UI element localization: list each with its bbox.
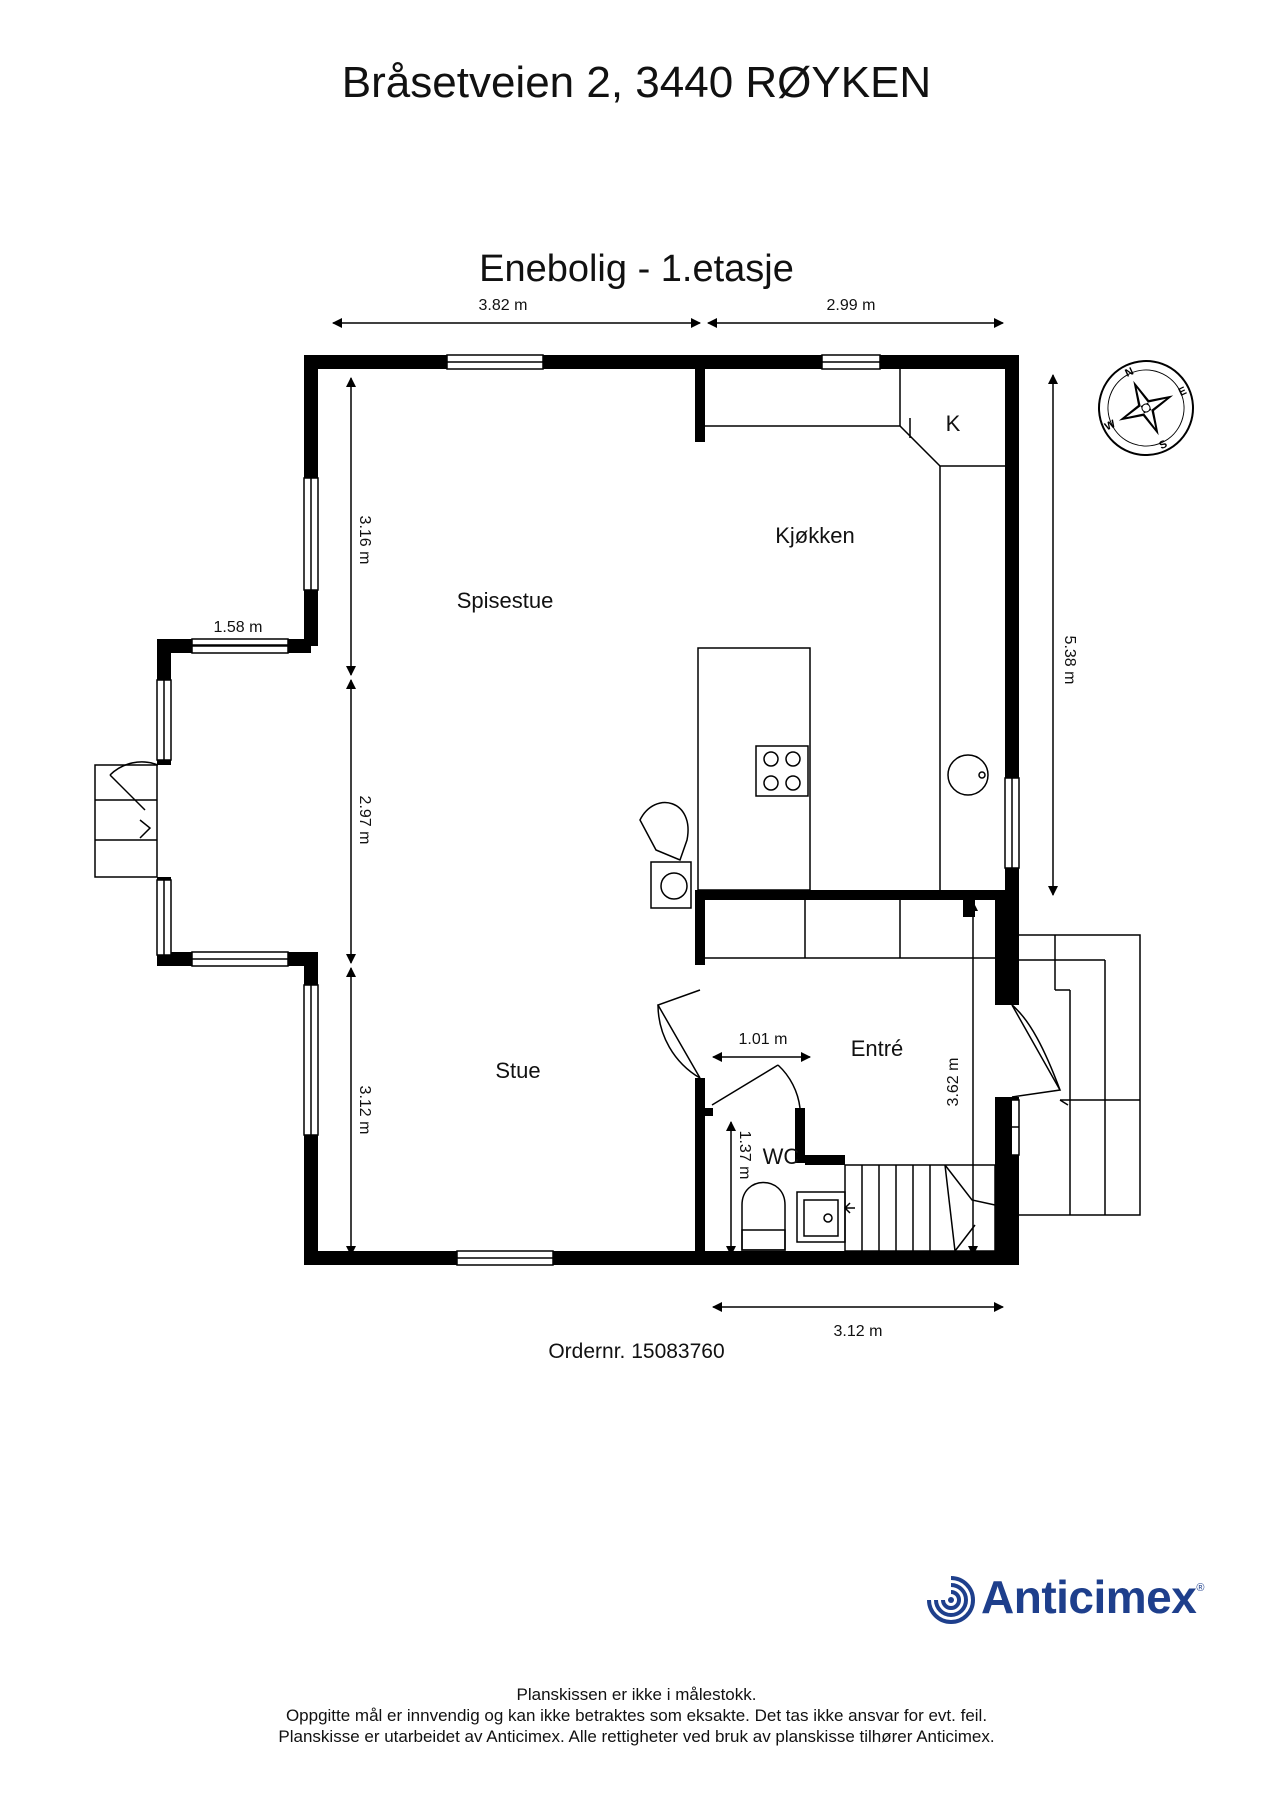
floor-title: Enebolig - 1.etasje bbox=[479, 248, 794, 290]
compass-e: E bbox=[1177, 385, 1189, 399]
dim-top-right: 2.99 m bbox=[827, 297, 876, 314]
room-label-k: K bbox=[946, 411, 961, 436]
room-label-entrance: Entré bbox=[851, 1036, 904, 1061]
exterior-walls bbox=[157, 355, 1019, 1265]
order-number: Ordernr. 15083760 bbox=[548, 1340, 725, 1363]
dim-entrance-height: 3.62 m bbox=[945, 1058, 962, 1107]
dim-left-middle: 2.97 m bbox=[356, 796, 373, 845]
dim-left-upper: 3.16 m bbox=[356, 516, 373, 565]
disclaimer-line: Oppgitte mål er innvendig og kan ikke be… bbox=[285, 1706, 988, 1725]
doors bbox=[109, 761, 1062, 1109]
dim-porch: 1.58 m bbox=[214, 619, 263, 636]
dim-top-left: 3.82 m bbox=[479, 297, 528, 314]
compass-s: S bbox=[1157, 438, 1169, 452]
room-label-wc: WC bbox=[763, 1144, 800, 1169]
disclaimer-line: Planskissen er ikke i målestokk. bbox=[516, 1685, 757, 1704]
room-label-kitchen: Kjøkken bbox=[775, 523, 854, 548]
dim-left-lower: 3.12 m bbox=[356, 1086, 373, 1135]
outside-steps bbox=[94, 764, 1141, 1216]
room-label-dining: Spisestue bbox=[457, 588, 554, 613]
address-title: Bråsetveien 2, 3440 RØYKEN bbox=[341, 58, 932, 107]
windows bbox=[156, 354, 1020, 1266]
kitchen-counters bbox=[639, 369, 1005, 909]
disclaimer-line: Planskisse er utarbeidet av Anticimex. A… bbox=[278, 1727, 995, 1746]
dimension-lines bbox=[175, 318, 1058, 1312]
brand-name: Anticimex® bbox=[981, 1571, 1204, 1623]
dim-right: 5.38 m bbox=[1061, 636, 1078, 685]
entrance-wardrobe bbox=[705, 900, 995, 959]
disclaimer: Planskissen er ikke i målestokk. Oppgitt… bbox=[0, 1684, 1273, 1747]
dim-bottom: 3.12 m bbox=[834, 1323, 883, 1340]
dim-wc-width: 1.01 m bbox=[739, 1031, 788, 1048]
interior-walls bbox=[695, 362, 1012, 1258]
room-label-living: Stue bbox=[495, 1058, 540, 1083]
anticimex-logo-icon bbox=[927, 1576, 975, 1624]
compass-rose-icon: N E S W bbox=[1098, 360, 1194, 456]
anticimex-logo: Anticimex® bbox=[925, 1570, 1215, 1630]
dim-wc-depth: 1.37 m bbox=[736, 1131, 753, 1180]
wc-fixtures bbox=[741, 1181, 846, 1251]
